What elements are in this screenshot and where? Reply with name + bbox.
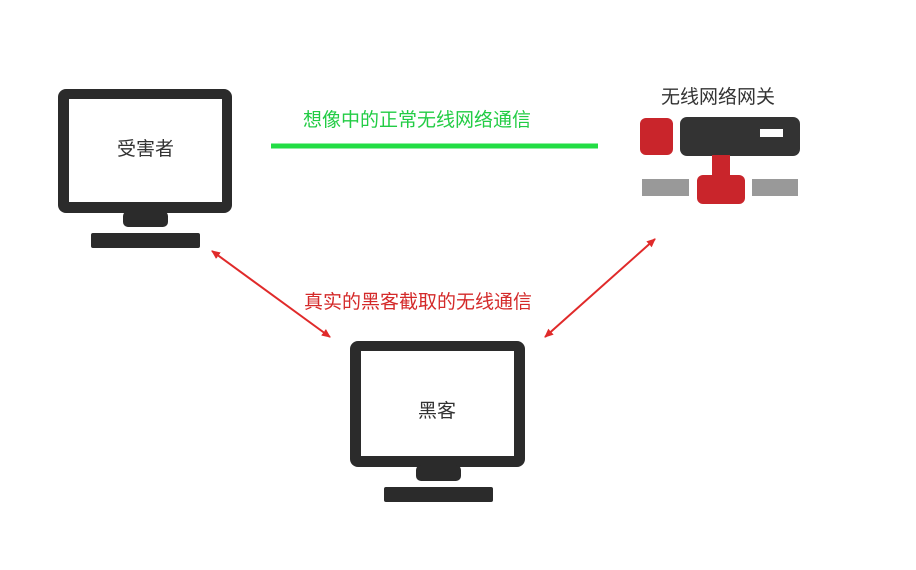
- intercepted-connection-label: 真实的黑客截取的无线通信: [304, 291, 533, 313]
- victim-hacker-arrow: [211, 250, 331, 338]
- gateway-label: 无线网络网关: [661, 86, 776, 108]
- victim-label: 受害者: [117, 138, 175, 160]
- hacker-monitor-icon: [350, 341, 525, 502]
- gateway-hacker-arrow: [544, 238, 656, 338]
- gateway-router-icon: [640, 117, 800, 204]
- ideal-connection-label: 想像中的正常无线网络通信: [303, 109, 532, 131]
- victim-monitor-icon: [58, 89, 232, 248]
- hacker-label: 黑客: [418, 400, 457, 422]
